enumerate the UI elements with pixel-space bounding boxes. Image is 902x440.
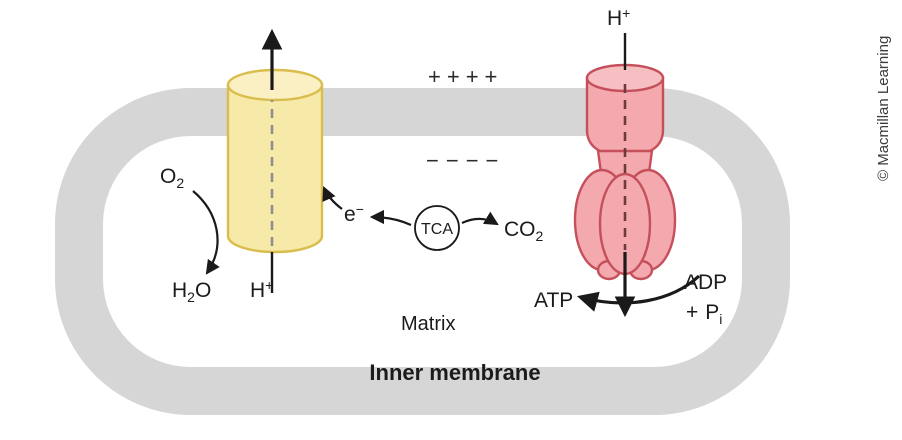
electron-label: e− [344, 201, 364, 226]
tca-to-electron-arrow [369, 209, 412, 226]
pi-label: +Pi [686, 301, 722, 327]
h-plus-right-label: H+ [607, 5, 630, 30]
electron-transport-complex [226, 68, 324, 254]
h2o-label: H2O [172, 279, 211, 305]
tca-to-co2-arrow [461, 211, 499, 226]
inner-membrane-ring [55, 88, 790, 415]
tca-label: TCA [421, 221, 453, 238]
o2-to-h2o-arrow [192, 190, 220, 275]
matrix-label: Matrix [401, 313, 455, 335]
etc-cylinder-top [226, 68, 324, 102]
adp-label: ADP [684, 271, 727, 294]
adp-to-atp-arrow [576, 274, 701, 312]
atp-synthase [573, 63, 677, 281]
inner-membrane-label: Inner membrane [369, 360, 540, 385]
tca-cycle-circle [414, 205, 460, 251]
credit-label: © Macmillan Learning [875, 36, 892, 181]
h-plus-left-label: H+ [250, 277, 273, 302]
atp-label: ATP [534, 289, 573, 312]
o2-label: O2 [160, 165, 184, 191]
co2-label: CO2 [504, 218, 544, 244]
charge-negative-label: −−−− [426, 148, 505, 173]
electron-to-complex-arrow [322, 186, 343, 210]
atp-synthase-membrane-cylinder [585, 76, 665, 153]
charge-positive-label: ++++ [428, 64, 503, 89]
etc-cylinder-body [226, 83, 324, 254]
